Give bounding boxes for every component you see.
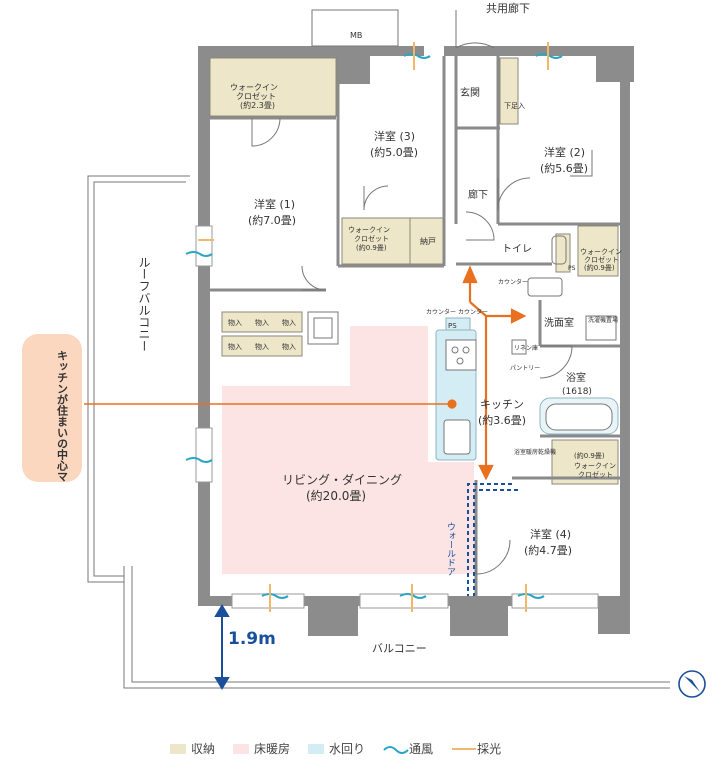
- room1-label: 洋室 (1): [254, 197, 295, 211]
- room2-size: (約5.6畳): [540, 161, 588, 175]
- kitchen-callout: キッチンが住まいの中心マルチウェイタイプ: [22, 334, 82, 570]
- room4-label: 洋室 (4): [530, 527, 571, 541]
- legend: 収納 床暖房 水回り 通風 採光: [170, 740, 519, 757]
- storage-label: 物入: [228, 318, 242, 327]
- living-size: (約20.0畳): [306, 488, 366, 503]
- room2-label: 洋室 (2): [544, 145, 585, 159]
- storage-label: 物入: [228, 342, 242, 351]
- floor-heating-swatch: [233, 743, 250, 754]
- room3-size: (約5.0畳): [370, 145, 418, 159]
- room4-size: (約4.7畳): [524, 543, 572, 557]
- interior-walls: [210, 56, 620, 598]
- legend-item-daylight: 採光: [451, 740, 501, 757]
- laundry-label: 洗濯機置場: [588, 316, 618, 324]
- storage-cells: 物入 物入 物入 物入 物入 物入: [228, 318, 296, 351]
- wic2-label-b: クロゼット: [354, 234, 389, 243]
- legend-daylight-label: 採光: [477, 742, 502, 756]
- washroom-label: 洗面室: [544, 316, 574, 329]
- storage-label: 物入: [282, 342, 296, 351]
- callout-text-box: キッチンが住まいの中心マルチウェイタイプ: [56, 350, 69, 570]
- wall-door-label: ウォールドア: [445, 522, 456, 576]
- roof-balcony: [87, 175, 670, 689]
- kitchen-label: キッチン: [480, 398, 524, 411]
- dimension-marker: [214, 604, 230, 690]
- compass-icon: [678, 670, 706, 698]
- wic4-label-b: クロゼット: [578, 470, 613, 479]
- wic4-size: (約0.9畳): [574, 451, 605, 460]
- kitchen-size: (約3.6畳): [478, 413, 526, 427]
- wic1-size: (約2.3畳): [240, 100, 275, 110]
- roof-balcony-label: ルーフバルコニー: [137, 256, 151, 352]
- shoe-storage-label: 下足入: [504, 102, 525, 110]
- legend-item-ventilation: 通風: [383, 740, 433, 757]
- nando-label: 納戸: [420, 236, 436, 246]
- wic2-size: (約0.9畳): [356, 243, 387, 252]
- dimension-label: 1.9m: [228, 629, 276, 649]
- toilet-label: トイレ: [502, 244, 532, 255]
- legend-item-storage: 収納: [170, 740, 215, 757]
- storage-areas: [209, 57, 619, 485]
- door-swings: [251, 10, 593, 575]
- bath-label: 浴室: [566, 371, 586, 384]
- balcony-label: バルコニー: [372, 642, 427, 655]
- circulation-arrows: [84, 265, 527, 481]
- wic3-label-b: クロゼット: [584, 255, 619, 264]
- legend-storage-label: 収納: [191, 742, 216, 756]
- ventilation-markers: [185, 42, 563, 612]
- wic1-label: ウォークイン: [230, 83, 278, 92]
- legend-floor-heating-label: 床暖房: [254, 742, 291, 756]
- mb-label: MB: [350, 31, 362, 40]
- room3-label: 洋室 (3): [374, 129, 415, 143]
- counter-label-1: カウンター: [426, 308, 456, 316]
- floor-heating-area: [222, 326, 474, 574]
- ps-label: PS: [568, 265, 576, 272]
- bath-dryer-label: 浴室暖房乾燥機: [514, 448, 556, 456]
- legend-water-label: 水回り: [329, 742, 366, 756]
- corridor-label: 共用廊下: [486, 1, 530, 15]
- counter-label-2: カウンター: [458, 308, 488, 316]
- daylight-icon: [452, 747, 477, 750]
- legend-ventilation-label: 通風: [409, 742, 434, 756]
- wic3-size: (約0.9畳): [584, 263, 615, 272]
- room1-size: (約7.0畳): [248, 213, 296, 227]
- water-swatch: [308, 743, 325, 754]
- bath-size: (1618): [562, 387, 592, 397]
- hallway-label: 廊下: [468, 188, 488, 201]
- linen-label: リネン庫: [514, 344, 538, 352]
- storage-label: 物入: [255, 342, 269, 351]
- fixtures: [307, 235, 617, 455]
- legend-item-floor-heating: 床暖房: [233, 740, 290, 757]
- wall-door-line: [467, 483, 518, 596]
- ventilation-icon: [383, 745, 409, 754]
- wic1-label-b: クロゼット: [236, 91, 276, 101]
- wic3-label: ウォークイン: [580, 248, 622, 256]
- pantry-label: パントリー: [510, 365, 540, 372]
- legend-item-water: 水回り: [308, 740, 365, 757]
- entrance-label: 玄関: [460, 86, 480, 99]
- callout-text: キッチンが住まいの中心マルチウェイタイプ: [56, 350, 69, 482]
- storage-label: 物入: [255, 318, 269, 327]
- storage-swatch: [170, 743, 186, 754]
- wic2-label: ウォークイン: [348, 226, 390, 234]
- storage-label: 物入: [282, 318, 296, 327]
- room-labels: 共用廊下 玄関 下足入 廊下 ウォークイン クロゼット (約2.3畳) 洋室 (…: [228, 1, 622, 655]
- ps-kitchen-label: PS: [448, 322, 457, 330]
- counter-label-3: カウンター: [498, 278, 528, 286]
- wic4-label: ウォークイン: [574, 462, 616, 470]
- living-label: リビング・ダイニング: [282, 472, 402, 487]
